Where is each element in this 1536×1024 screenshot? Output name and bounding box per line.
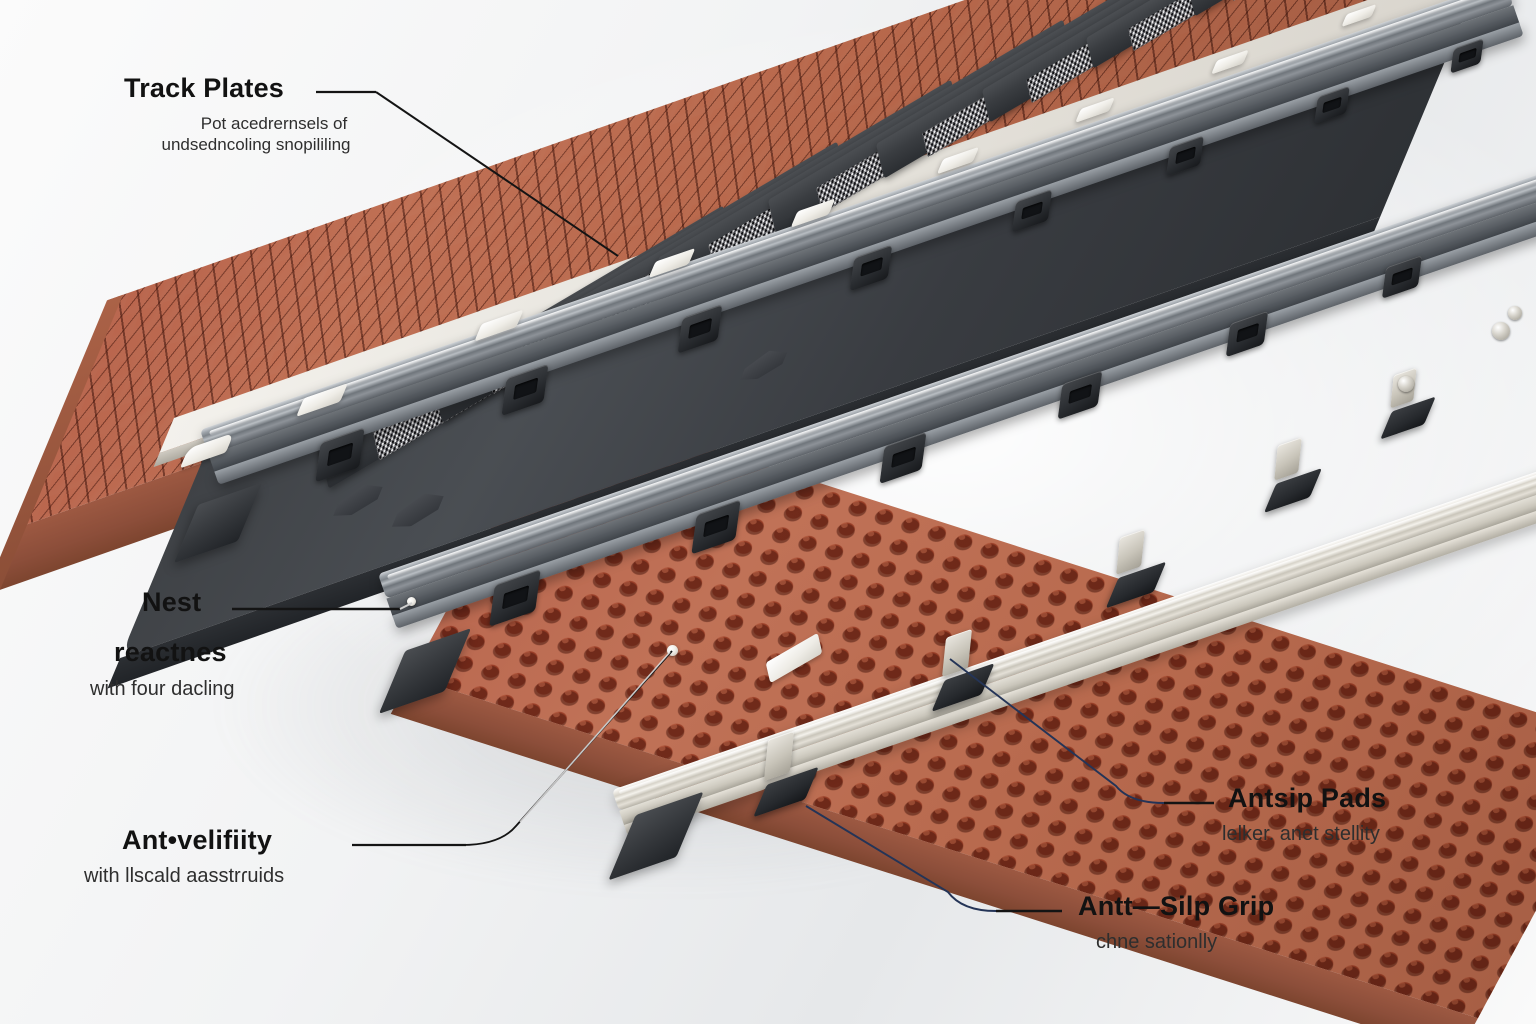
callout-track-plates[interactable]: Track Plates Pot acedrernsels of undsedn…: [124, 74, 424, 156]
foot-block: [173, 482, 263, 564]
bolt-head: [1398, 376, 1414, 392]
bolt-head: [1492, 322, 1510, 340]
bolt-head: [1508, 306, 1522, 320]
callout-title: Antt—Silp Grip: [1078, 891, 1275, 921]
callout-subtitle-line2: undsedncoling snopililing: [161, 135, 351, 155]
foot-block: [608, 791, 704, 881]
callout-title-line2: reactnes: [114, 637, 227, 668]
callout-anti-slip-grip[interactable]: Antt—Silp Grip chne sationlly: [1078, 892, 1398, 955]
callout-antsip-pads[interactable]: Antsip Pads lelker. anet stellity: [1222, 783, 1528, 847]
callout-subtitle-line1: with four dacling: [90, 677, 235, 700]
leader-anchor-dot: [667, 645, 678, 656]
callout-subtitle-line1: chne sationlly: [1096, 931, 1218, 954]
callout-title: Ant•velifiity: [122, 825, 273, 855]
callout-subtitle-line1: with llscald aasstrɾuids: [84, 865, 285, 888]
leader-anchor-dot: [407, 597, 416, 606]
callout-nest-reactnes[interactable]: Nest reactnes with four dacling: [90, 587, 432, 701]
callout-subtitle-line1: lelker. anet stellity: [1222, 823, 1380, 846]
callout-anti-velifiity[interactable]: Ant•velifiity with llscald aasstrɾuids: [84, 825, 442, 889]
callout-title: Track Plates: [124, 73, 285, 103]
callout-subtitle: Pot acedrernsels of undsedncoling snopil…: [124, 114, 424, 155]
callout-subtitle-line1: Pot acedrernsels of: [200, 114, 348, 134]
callout-title-line1: Nest: [142, 587, 202, 617]
callout-title: Antsip Pads: [1228, 783, 1387, 813]
